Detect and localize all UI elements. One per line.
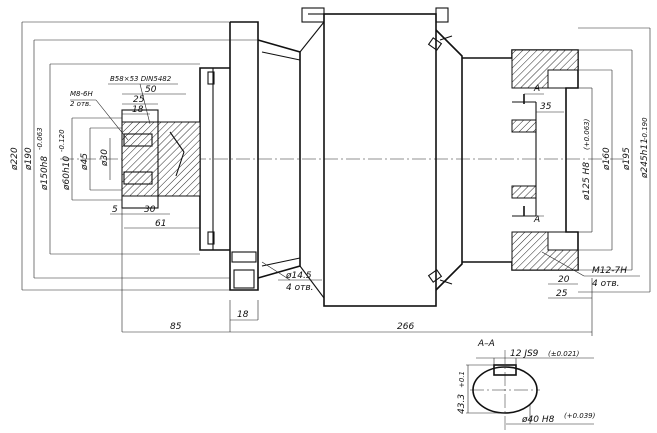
input-shaft-section xyxy=(121,109,201,209)
dim-25-right: 25 xyxy=(556,289,568,299)
key-depth: 43.3 xyxy=(457,394,467,414)
dim-5: 5 xyxy=(112,205,118,215)
dim-d150-tol: -0.063 xyxy=(36,127,44,150)
dim-d160: ø160 xyxy=(602,147,612,171)
dimension-lines xyxy=(21,21,651,336)
dim-d150: ø150h8 xyxy=(40,156,50,191)
dim-266: 266 xyxy=(397,322,414,332)
dim-d220: ø220 xyxy=(10,147,20,171)
dim-25-left: 25 xyxy=(133,95,145,105)
dim-d125: ø125 H8 xyxy=(582,162,592,201)
dim-d60: ø60h10 xyxy=(62,156,72,191)
spline-label: В58×53 DIN5482 xyxy=(110,75,172,83)
section-mark-top: A xyxy=(533,84,540,94)
dim-d60-tol: -0.120 xyxy=(58,129,66,152)
dim-d14: ø14.5 xyxy=(285,271,312,281)
dim-30: 30 xyxy=(144,205,156,215)
thread-m8-count: 2 отв. xyxy=(70,100,91,108)
key-width: 12 JS9 xyxy=(510,349,539,359)
thread-m12-count: 4 отв. xyxy=(592,279,620,289)
dim-61: 61 xyxy=(155,219,166,229)
dim-d195: ø195 xyxy=(622,147,632,171)
dim-18-left: 18 xyxy=(132,105,144,115)
output-flange-section xyxy=(511,49,579,271)
dim-85: 85 xyxy=(170,322,182,332)
dim-d45: ø45 xyxy=(80,153,90,171)
dim-d245-tol: -0.190 xyxy=(641,117,649,140)
dim-d30: ø30 xyxy=(100,149,110,167)
dim-d245: ø245h11 xyxy=(640,138,650,179)
section-title: A–A xyxy=(477,339,495,349)
housing-outline xyxy=(199,7,579,307)
dim-50: 50 xyxy=(145,85,157,95)
section-mark-bottom: A xyxy=(533,215,540,225)
key-width-tol: (±0.021) xyxy=(548,350,580,358)
dim-d14-count: 4 отв. xyxy=(286,283,314,293)
section-view xyxy=(466,350,594,430)
dim-d125-tol: (+0.063) xyxy=(583,118,591,150)
dim-d40-tol: (+0.039) xyxy=(564,412,596,420)
thread-m8: M8-6H xyxy=(70,90,93,98)
bolt-markers xyxy=(207,37,443,289)
dim-20: 20 xyxy=(558,275,570,285)
thread-m12: M12-7H xyxy=(592,266,627,276)
dim-d190: ø190 xyxy=(24,147,34,171)
key-depth-tol: +0.1 xyxy=(458,371,466,388)
dim-18-bottom: 18 xyxy=(237,310,249,320)
dim-d40: ø40 H8 xyxy=(521,415,555,425)
dim-35: 35 xyxy=(540,102,552,112)
